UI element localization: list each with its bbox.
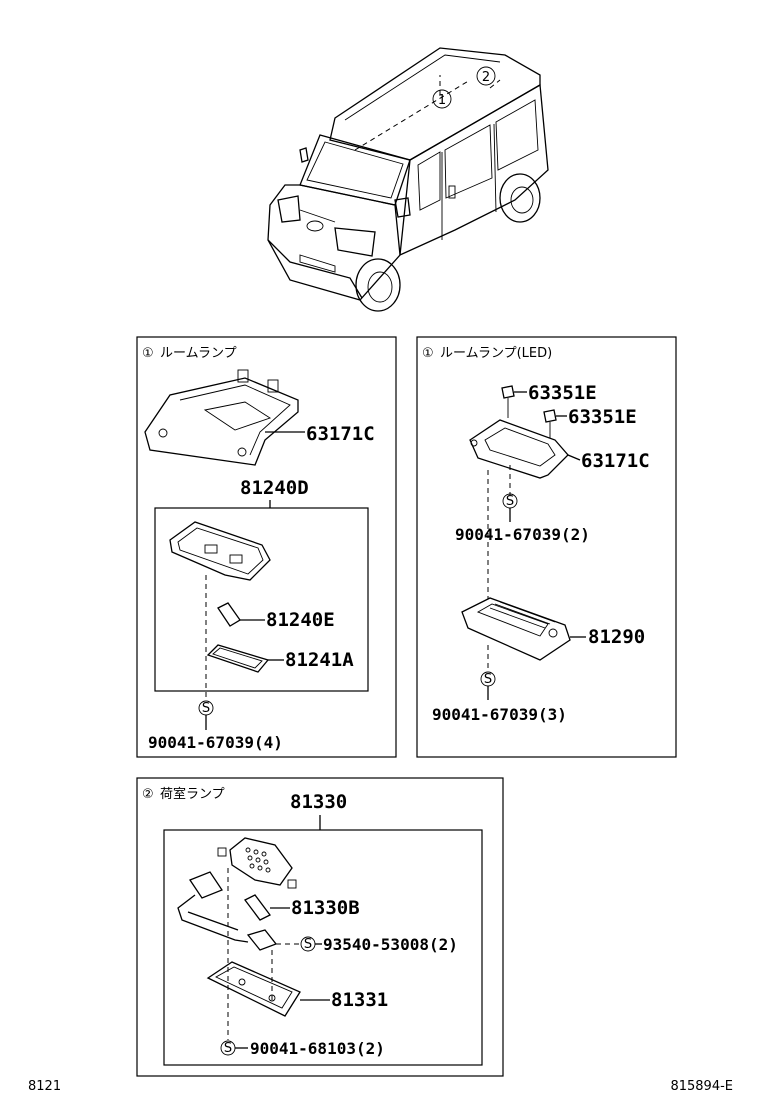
- panel-led-marker: ①: [422, 346, 434, 361]
- room-lamp-screw-icon: S: [198, 700, 214, 730]
- cargo-screw-side-icon: S: [300, 936, 322, 952]
- footer-right-code: 815894-E: [670, 1079, 733, 1094]
- panel-room-lamp-led: ① ルームランプ(LED) 63351E 63351E 63171C S: [416, 336, 677, 758]
- panel-cargo-marker: ②: [142, 787, 154, 802]
- panel-cargo-lamp: ② 荷室ランプ 81330 81330B: [136, 777, 504, 1077]
- led-clip-upper-label: 63351E: [528, 382, 597, 404]
- panel-cargo-title: 荷室ランプ: [160, 786, 225, 802]
- led-screw-upper-icon: S: [502, 493, 518, 522]
- svg-text:2: 2: [482, 70, 490, 85]
- cargo-lamp-lens: [206, 961, 330, 1017]
- led-screw-lower-label: 90041-67039(3): [432, 705, 567, 724]
- svg-text:S: S: [506, 494, 514, 509]
- room-lamp-screw-label: 90041-67039(4): [148, 733, 283, 752]
- room-lamp-housing: [169, 521, 271, 581]
- led-bracket: [469, 419, 581, 479]
- cargo-lamp-assembly-label: 81330: [290, 791, 347, 813]
- cargo-lamp-housing: [217, 837, 297, 889]
- svg-text:1: 1: [438, 93, 446, 108]
- panel-room-lamp-title: ルームランプ: [160, 346, 237, 361]
- cargo-lamp-wire-connector: [177, 871, 278, 951]
- panel-room-lamp: ① ルームランプ 63171C 81240D: [136, 336, 397, 758]
- panel-led-title: ルームランプ(LED): [440, 346, 552, 361]
- cargo-lamp-bulb: [244, 894, 290, 921]
- svg-text:S: S: [224, 1041, 232, 1056]
- room-lamp-bracket-label: 63171C: [306, 423, 375, 445]
- svg-text:S: S: [484, 672, 492, 687]
- room-lamp-bracket: [144, 369, 305, 466]
- vehicle-callout-1: 1: [432, 89, 452, 109]
- cargo-screw-side-label: 93540-53008(2): [323, 935, 458, 954]
- room-lamp-lens-label: 81241A: [285, 649, 354, 671]
- led-clip-lower-label: 63351E: [568, 406, 637, 428]
- led-clip-upper: [501, 385, 527, 418]
- cargo-lamp-assembly-box: [163, 829, 483, 1066]
- vehicle-illustration: [267, 47, 549, 312]
- svg-text:S: S: [202, 701, 210, 716]
- room-lamp-bulb: [217, 602, 265, 627]
- led-lamp-label: 81290: [588, 626, 645, 648]
- led-lamp: [461, 597, 586, 661]
- room-lamp-lens: [206, 644, 284, 673]
- cargo-lamp-bulb-label: 81330B: [291, 897, 360, 919]
- cargo-screw-bottom-label: 90041-68103(2): [250, 1039, 385, 1058]
- led-clip-lower: [543, 409, 567, 440]
- svg-text:S: S: [304, 937, 312, 952]
- led-screw-lower-icon: S: [480, 671, 496, 700]
- footer-left-code: 8121: [28, 1079, 61, 1094]
- led-screw-upper-label: 90041-67039(2): [455, 525, 590, 544]
- led-bracket-label: 63171C: [581, 450, 650, 472]
- room-lamp-assembly-label: 81240D: [240, 477, 309, 499]
- room-lamp-bulb-label: 81240E: [266, 609, 335, 631]
- vehicle-callout-2: 2: [476, 66, 496, 86]
- cargo-lamp-lens-label: 81331: [331, 989, 388, 1011]
- cargo-screw-bottom-icon: S: [220, 1040, 248, 1056]
- room-lamp-assembly-box: [154, 507, 369, 692]
- panel-room-lamp-marker: ①: [142, 346, 154, 361]
